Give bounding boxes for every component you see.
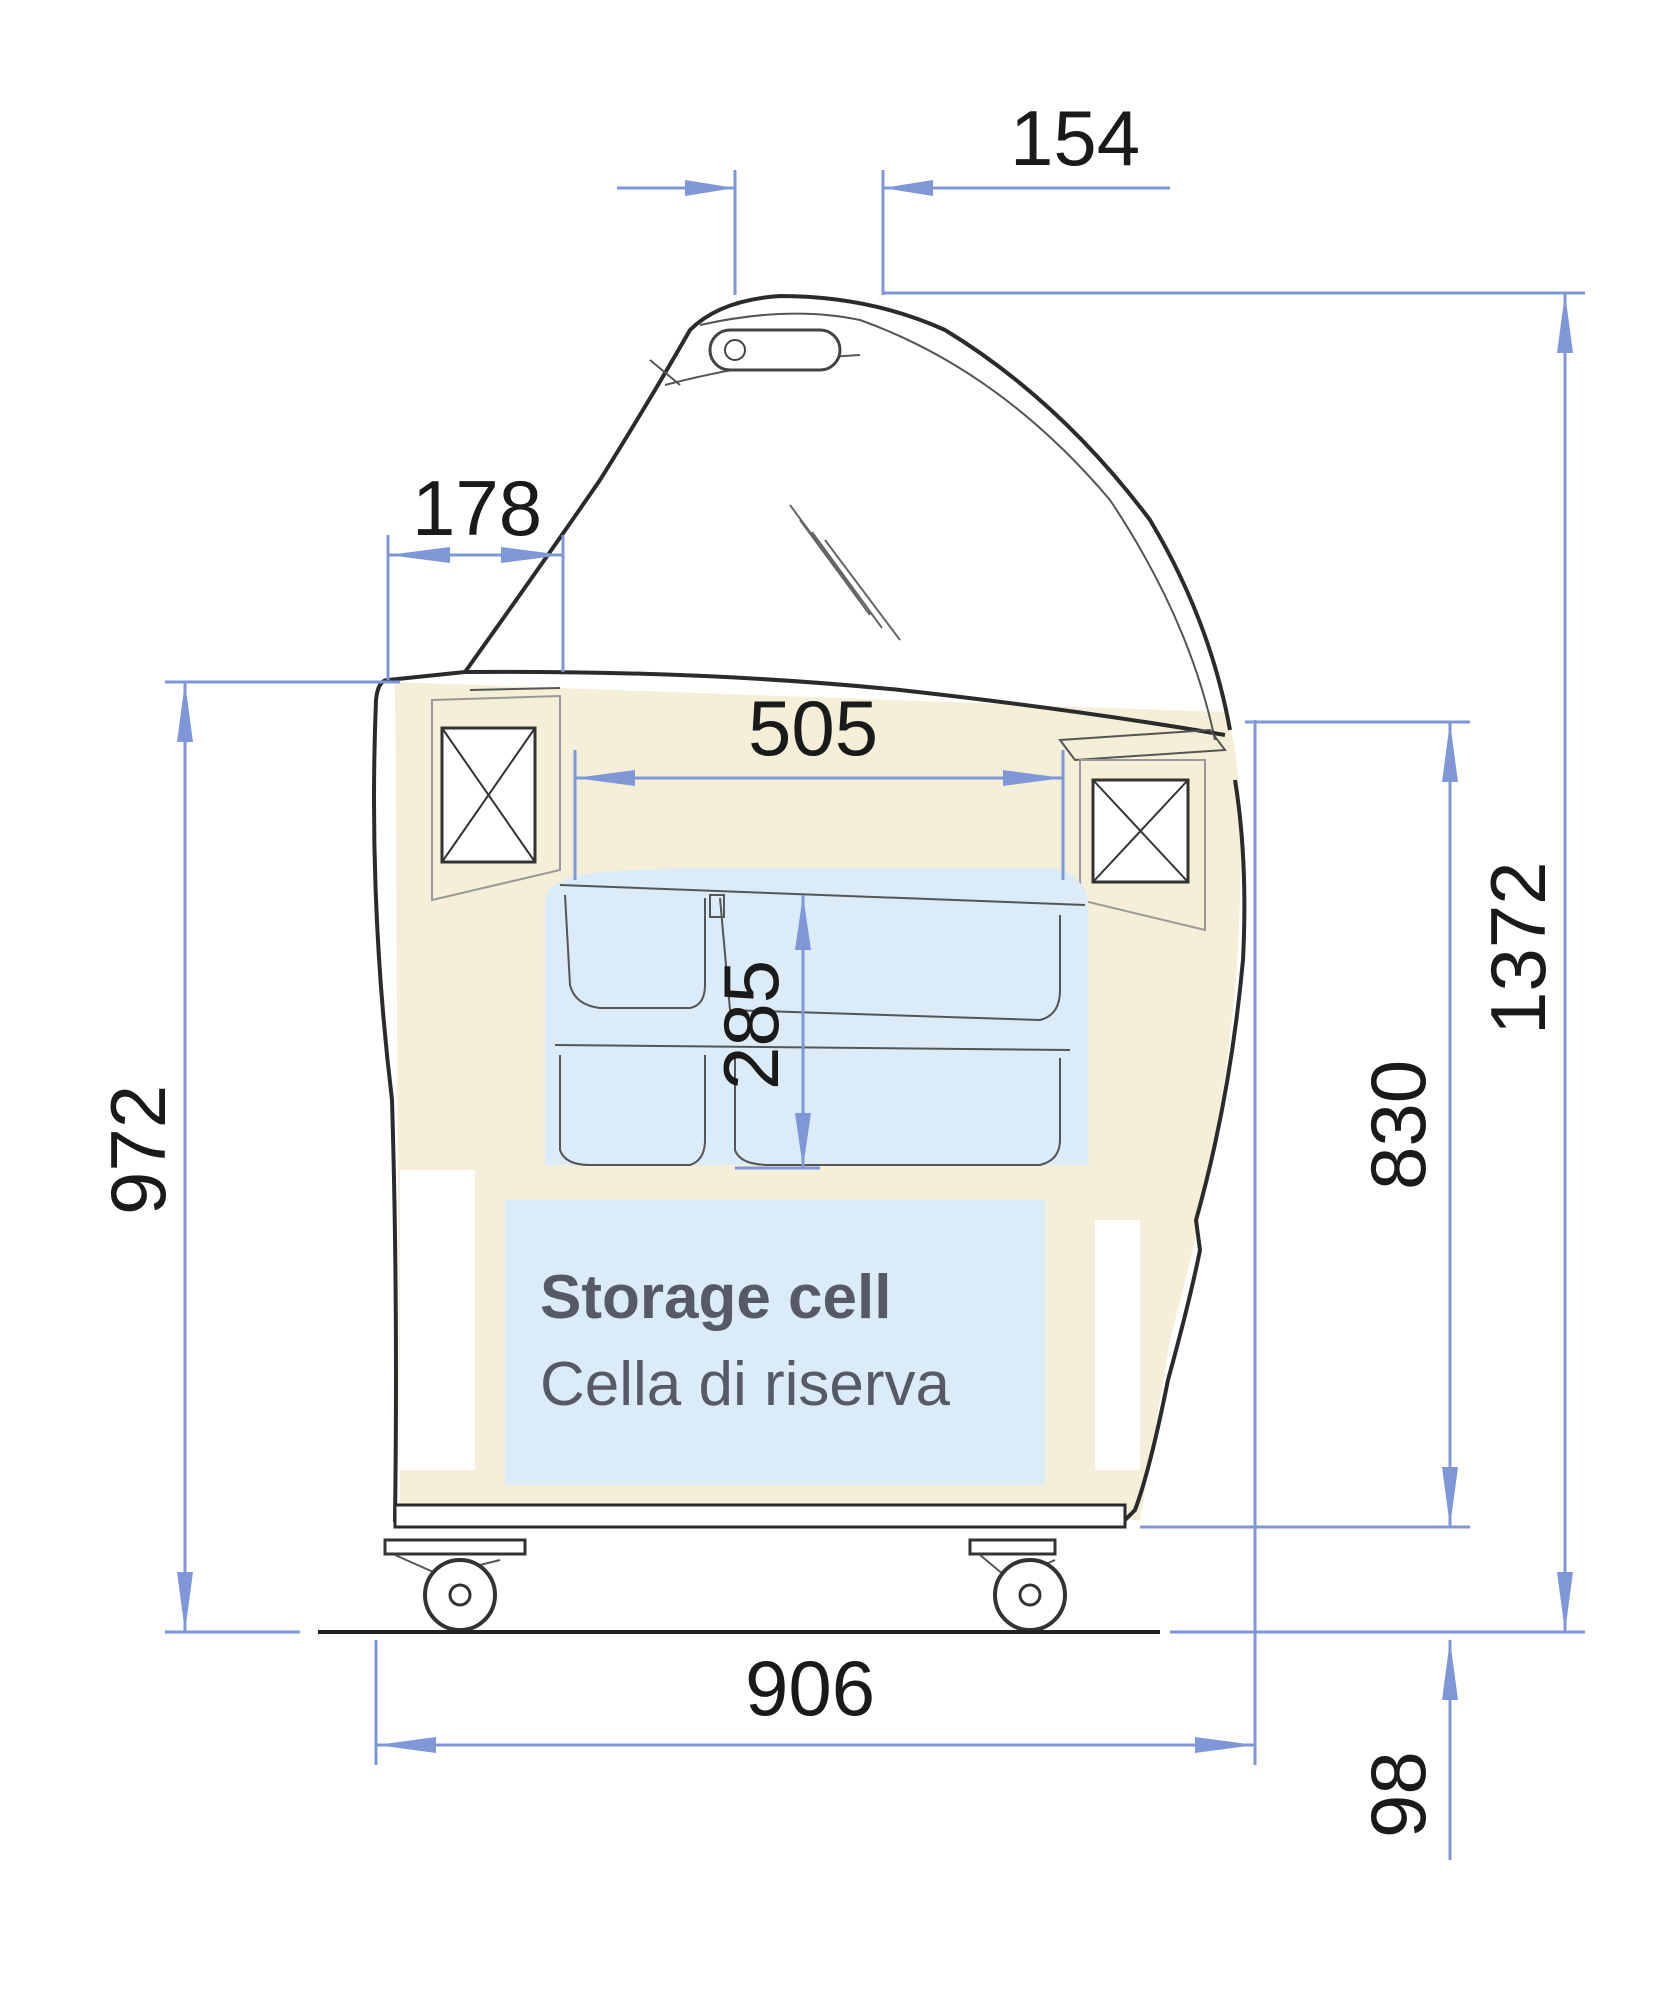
dim-505: 505 xyxy=(748,684,878,772)
dim-178: 178 xyxy=(412,464,542,552)
dim-98: 98 xyxy=(1354,1751,1442,1838)
air-duct-right xyxy=(1079,759,1206,932)
dim-154: 154 xyxy=(1010,94,1140,182)
dim-1372: 1372 xyxy=(1474,861,1562,1035)
dimension-labels: 154 178 505 285 972 830 1372 906 98 xyxy=(94,94,1562,1838)
dim-285: 285 xyxy=(707,960,795,1090)
casters xyxy=(383,1538,1067,1632)
glass-canopy xyxy=(387,293,1232,762)
dim-972: 972 xyxy=(94,1085,182,1215)
storage-cell-label-it: Cella di riserva xyxy=(540,1350,951,1419)
display-well xyxy=(545,868,1088,1166)
dim-830: 830 xyxy=(1354,1060,1442,1190)
dimension-lines xyxy=(165,170,1585,1860)
dim-906: 906 xyxy=(745,1644,875,1732)
storage-cell: Storage cell Cella di riserva xyxy=(505,1200,1045,1485)
air-duct-left xyxy=(431,694,561,902)
storage-cell-label-en: Storage cell xyxy=(540,1263,891,1332)
